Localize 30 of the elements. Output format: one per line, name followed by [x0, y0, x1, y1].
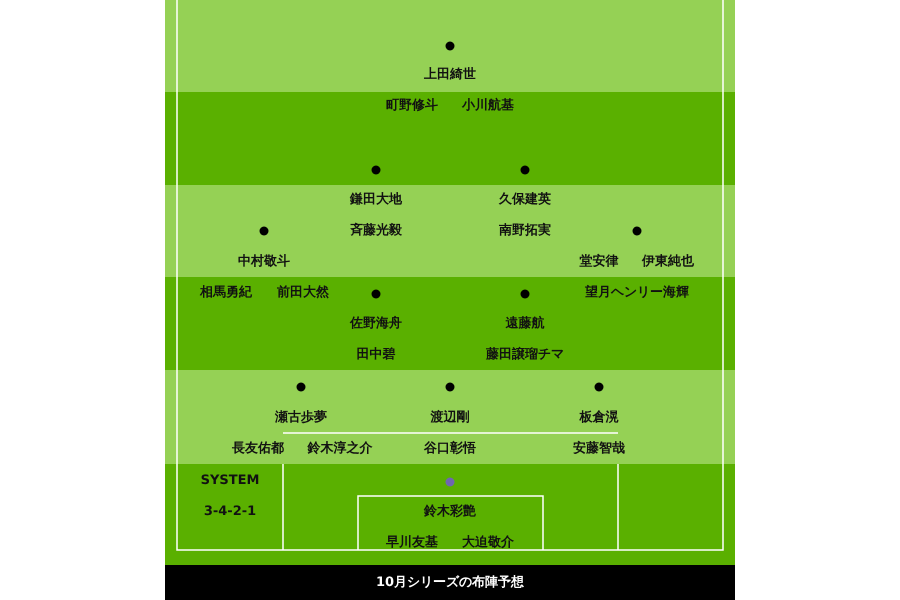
player-name: 瀬古歩夢	[275, 410, 327, 426]
player-name: SYSTEM	[200, 473, 260, 489]
player-name: 遠藤航	[506, 316, 544, 332]
player-name: 安藤智哉	[573, 441, 625, 457]
player-name: 田中碧	[356, 347, 396, 363]
player-name: 町野修斗	[386, 98, 438, 114]
player-name: 久保建英	[499, 192, 551, 208]
caption-bar: 10月シリーズの布陣予想	[165, 565, 735, 600]
player-name: 渡辺剛	[430, 410, 470, 426]
player-name: 早川友基	[386, 535, 438, 551]
player-name: 藤田譲瑠チマ	[486, 347, 564, 363]
player-name: 鎌田大地	[350, 192, 402, 208]
player-name: 斉藤光毅	[350, 223, 402, 239]
player-name: 大迫敬介	[462, 535, 514, 551]
player-name: 板倉滉	[580, 410, 618, 426]
player-name: 小川航基	[462, 98, 514, 114]
player-name: 鈴木淳之介	[308, 441, 372, 457]
player-name: 中村敬斗	[238, 254, 290, 270]
player-name: 相馬勇紀	[200, 285, 252, 301]
player-name: 3-4-2-1	[204, 504, 256, 520]
player-name: 前田大然	[277, 285, 329, 301]
player-name: 長友佑都	[232, 441, 284, 457]
player-name: 鈴木彩艶	[424, 504, 476, 520]
player-name: 佐野海舟	[350, 316, 402, 332]
player-name: 谷口彰悟	[424, 441, 476, 457]
player-name: 望月ヘンリー海輝	[585, 285, 689, 301]
player-name: 伊東純也	[642, 254, 694, 270]
player-name: 堂安律	[580, 254, 618, 270]
player-name: 南野拓実	[499, 223, 551, 239]
player-name: 上田綺世	[424, 67, 476, 83]
